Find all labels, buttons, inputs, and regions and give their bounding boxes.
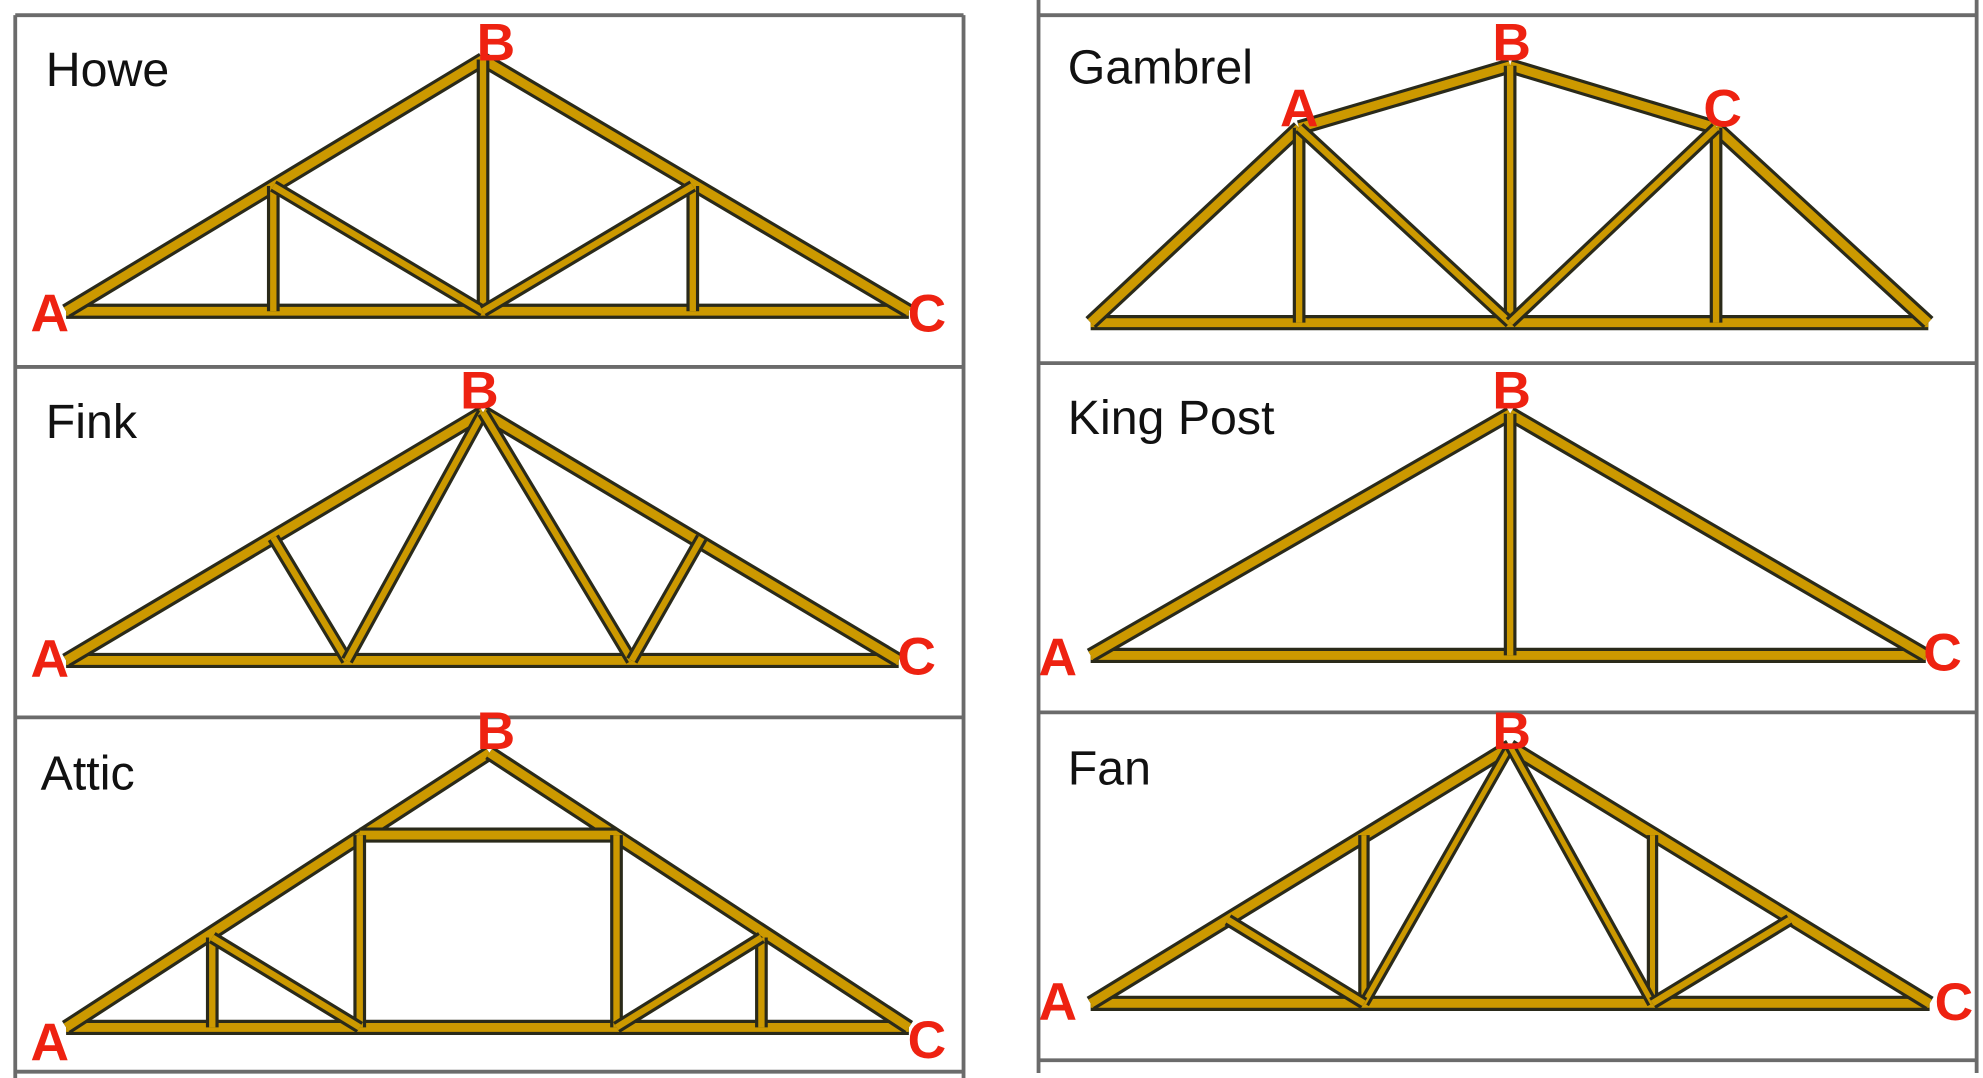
node-label-c: C <box>908 1011 947 1070</box>
member-fill <box>1507 409 1929 660</box>
member-fill <box>480 408 901 665</box>
member-fill <box>480 55 912 316</box>
node-label-a: A <box>1039 973 1078 1032</box>
node-label-a: A <box>31 630 70 689</box>
member-fill <box>63 749 492 1032</box>
member-fill <box>1650 917 1792 1007</box>
member-fill <box>1361 745 1513 1005</box>
node-label-c: C <box>1923 624 1962 683</box>
member-fill <box>210 934 362 1031</box>
node-label-b: B <box>460 362 499 421</box>
truss-member <box>61 746 494 1034</box>
member-fill <box>1088 409 1513 660</box>
member-fill <box>344 410 486 662</box>
truss-member <box>479 405 903 667</box>
panel-title: Gambrel <box>1068 41 1253 95</box>
member-fill <box>1507 745 1655 1005</box>
member-fill <box>1508 61 1718 133</box>
fan-truss-members <box>1086 740 1934 1011</box>
node-label-a: A <box>1039 629 1078 688</box>
truss-member <box>1507 58 1719 136</box>
fink-truss-members <box>62 405 903 669</box>
member-fill <box>1507 742 1932 1008</box>
node-label-c: C <box>1935 973 1974 1032</box>
truss-member <box>62 405 487 667</box>
node-label-c: C <box>897 627 936 686</box>
member-fill <box>270 536 350 663</box>
member-fill <box>1088 742 1513 1008</box>
member-fill <box>63 408 486 665</box>
node-label-b: B <box>477 14 516 73</box>
panel-title: Attic <box>41 747 135 801</box>
member-fill <box>480 410 635 663</box>
attic-truss-members <box>61 746 914 1035</box>
member-fill <box>628 536 705 663</box>
truss-member <box>1086 407 1514 662</box>
node-label-a: A <box>31 285 70 344</box>
member-fill <box>271 183 485 314</box>
truss-member <box>1224 914 1368 1009</box>
truss-member <box>477 409 638 664</box>
truss-member <box>1506 740 1934 1010</box>
panel-attic: Attic A B C <box>31 702 947 1072</box>
node-label-a: A <box>1280 80 1319 139</box>
left-column-frame <box>13 13 966 1078</box>
node-label-b: B <box>1492 14 1531 73</box>
node-label-b: B <box>1492 702 1531 761</box>
truss-member <box>1358 743 1516 1007</box>
panel-title: King Post <box>1068 391 1275 445</box>
truss-member <box>270 180 487 317</box>
truss-member <box>626 534 708 664</box>
node-label-b: B <box>477 702 516 761</box>
panel-king-post: King Post A B C <box>1039 362 1962 688</box>
truss-member <box>479 180 697 317</box>
truss-member <box>208 932 364 1033</box>
truss-member <box>267 534 353 664</box>
node-label-a: A <box>31 1013 70 1072</box>
truss-member <box>1296 58 1513 136</box>
truss-member <box>479 52 913 318</box>
panel-title: Fan <box>1068 742 1151 796</box>
member-fill <box>1087 124 1303 326</box>
truss-member <box>1505 123 1721 328</box>
gambrel-truss-members <box>1085 58 1934 331</box>
panel-fink: Fink A B C <box>31 362 936 689</box>
truss-member <box>341 409 489 664</box>
truss-member <box>1710 122 1934 329</box>
panel-fan: Fan A B C <box>1039 702 1974 1032</box>
panel-gambrel: Gambrel A B C <box>1068 14 1934 331</box>
truss-member <box>1294 123 1515 328</box>
member-fill <box>1296 125 1513 325</box>
truss-member <box>1506 407 1930 662</box>
panel-title: Howe <box>46 43 169 97</box>
howe-truss-members <box>62 52 913 319</box>
node-label-c: C <box>1703 80 1742 139</box>
panel-title: Fink <box>46 395 138 449</box>
truss-member <box>485 746 914 1034</box>
truss-member <box>1505 743 1658 1007</box>
panel-howe: Howe A B C <box>31 14 947 344</box>
truss-member <box>613 932 765 1033</box>
truss-member <box>1086 740 1515 1010</box>
member-fill <box>1297 61 1512 133</box>
member-fill <box>614 934 764 1031</box>
node-label-b: B <box>1492 362 1531 421</box>
truss-member <box>1085 122 1305 329</box>
member-fill <box>1226 917 1366 1007</box>
member-fill <box>486 749 912 1032</box>
member-fill <box>1713 124 1932 326</box>
king-post-truss-members <box>1086 407 1930 663</box>
right-column-frame <box>1036 0 1979 1073</box>
node-label-c: C <box>908 285 947 344</box>
truss-member <box>1649 914 1794 1009</box>
member-fill <box>1507 125 1719 325</box>
member-fill <box>481 183 695 314</box>
